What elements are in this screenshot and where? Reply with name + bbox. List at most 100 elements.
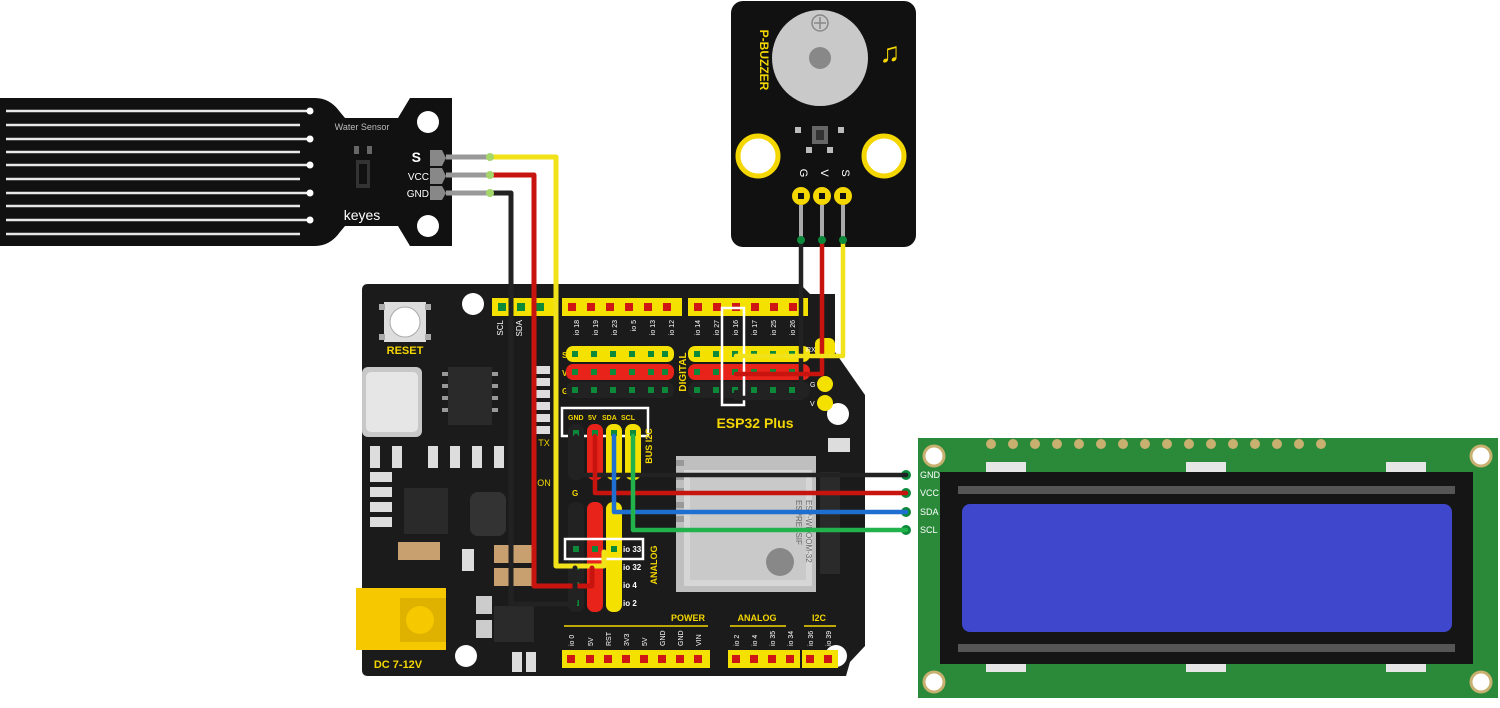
analog-side-label: ANALOG xyxy=(649,546,659,585)
buzzer-pin-label: G xyxy=(797,169,809,178)
svg-text:G: G xyxy=(572,489,578,498)
digital-pin-label: io 27 xyxy=(714,320,721,335)
row-label: S xyxy=(562,351,568,360)
wire-black-buzzer-gnd xyxy=(733,237,804,401)
digital-pin-label: io 16 xyxy=(733,320,740,335)
analog-pin-label: io 34 xyxy=(788,631,795,646)
bus-label: BUS I2C xyxy=(644,428,654,464)
digital-pin-label: io 19 xyxy=(593,320,600,335)
power-pin-label: 5V xyxy=(642,637,649,646)
wire-red-lcd-vcc xyxy=(592,433,909,496)
digital-pin-label: io 13 xyxy=(650,320,657,335)
analog-side-pin-label: io 4 xyxy=(623,581,637,590)
wire-green-lcd-scl xyxy=(630,433,909,533)
i2c-header-label: SDA xyxy=(602,415,617,422)
i2c-pin-label: io 36 xyxy=(808,631,815,646)
row-label: G xyxy=(562,387,568,396)
mounting-hole-icon xyxy=(922,444,946,468)
mounting-hole-icon xyxy=(1469,444,1493,468)
wire-yellow-buzzer-signal xyxy=(733,237,846,359)
highlight-box-i2c xyxy=(560,406,650,438)
bottom-section-label: ANALOG xyxy=(738,613,777,623)
buzzer-pin-label: S xyxy=(839,169,851,176)
digital-pin-label: io 12 xyxy=(669,320,676,335)
esp32-plus-board: RESET TX ON xyxy=(356,284,865,676)
bottom-section-label: POWER xyxy=(671,613,706,623)
lcd-pin-label: SDA xyxy=(920,507,939,517)
reset-button[interactable] xyxy=(389,306,421,338)
wires xyxy=(487,154,909,607)
power-pin-label: GND xyxy=(660,630,667,646)
wire-black-lcd-gnd xyxy=(573,433,909,478)
svg-text:V: V xyxy=(810,401,815,408)
lcd-screen xyxy=(962,504,1452,632)
mounting-hole-icon xyxy=(827,403,849,425)
on-label: ON xyxy=(537,478,551,488)
water-sensor-pin-label: GND xyxy=(407,189,429,200)
wire-blue-lcd-sda xyxy=(611,433,909,515)
lcd-1602-module: GND VCC SDA SCL xyxy=(901,438,1498,698)
i2c-pin-label: io 39 xyxy=(826,631,833,646)
water-sensor-brand: keyes xyxy=(344,207,381,223)
i2c-header-label: 5V xyxy=(588,415,597,422)
mounting-hole-icon xyxy=(462,293,484,315)
buzzer-title: P-BUZZER xyxy=(757,30,771,91)
mounting-hole-icon xyxy=(417,111,439,133)
lcd-pin-label: VCC xyxy=(920,488,940,498)
power-pin-label: 5V xyxy=(588,637,595,646)
analog-pin-label: io 4 xyxy=(752,635,759,646)
mounting-hole-icon xyxy=(455,645,477,667)
water-sensor-module: Water Sensor keyes S VCC GND xyxy=(0,98,490,246)
water-sensor-pin-label: S xyxy=(412,149,421,165)
power-pin-label: RST xyxy=(606,631,613,646)
mounting-hole-icon xyxy=(417,215,439,237)
power-pin-label: VIN xyxy=(696,634,703,646)
wire-yellow-sensor-signal xyxy=(487,154,607,569)
mounting-hole-icon xyxy=(922,670,946,694)
water-sensor-title: Water Sensor xyxy=(335,122,390,132)
power-pin-label: io 0 xyxy=(569,635,576,646)
digital-label: DIGITAL xyxy=(678,352,689,391)
mounting-hole-icon xyxy=(1469,670,1493,694)
power-pin-label: 3V3 xyxy=(624,633,631,646)
dc-label: DC 7-12V xyxy=(374,659,423,671)
mounting-hole-icon xyxy=(861,133,907,179)
power-pin-label: GND xyxy=(678,630,685,646)
analog-pin-label: io 35 xyxy=(770,631,777,646)
wire-endpoints xyxy=(486,153,847,244)
i2c-header-label: SCL xyxy=(621,415,636,422)
chip-text: ESPRESSIF xyxy=(794,500,803,545)
analog-pin-label: io 2 xyxy=(734,635,741,646)
analog-side-pin-label: io 33 xyxy=(623,545,642,554)
digital-pin-label: io 17 xyxy=(752,320,759,335)
board-title: ESP32 Plus xyxy=(716,415,793,431)
digital-pin-label: io 23 xyxy=(612,320,619,335)
wire-red-sensor-vcc xyxy=(487,172,595,589)
row-label: V xyxy=(562,369,568,378)
mounting-hole-icon xyxy=(735,133,781,179)
water-sensor-pin-label: VCC xyxy=(408,172,429,183)
rx-label: RX xyxy=(806,347,816,354)
top-pin-label: SCL xyxy=(496,319,505,335)
music-note-icon: ♫ xyxy=(880,37,901,68)
reset-label: RESET xyxy=(387,345,424,357)
svg-text:G: G xyxy=(810,382,815,389)
bottom-section-label: I2C xyxy=(812,613,827,623)
lcd-pin-label: SCL xyxy=(920,525,938,535)
wire-red-buzzer-vcc xyxy=(733,237,825,377)
tx-label: TX xyxy=(538,438,550,448)
analog-side-pin-label: io 2 xyxy=(623,599,637,608)
digital-pin-label: io 26 xyxy=(790,320,797,335)
digital-pin-label: io 14 xyxy=(695,320,702,335)
i2c-header-label: GND xyxy=(568,415,584,422)
digital-pin-label: io 5 xyxy=(631,320,638,331)
digital-pin-label: io 18 xyxy=(574,320,581,335)
buzzer-pin-label: V xyxy=(818,169,830,177)
lcd-pin-label: GND xyxy=(920,470,941,480)
digital-pin-label: io 25 xyxy=(771,320,778,335)
wire-black-sensor-gnd xyxy=(487,190,578,607)
buzzer-module: ♫ P-BUZZER G V S xyxy=(731,1,916,247)
top-pin-label: SDA xyxy=(515,319,524,336)
analog-side-pin-label: io 32 xyxy=(623,563,642,572)
